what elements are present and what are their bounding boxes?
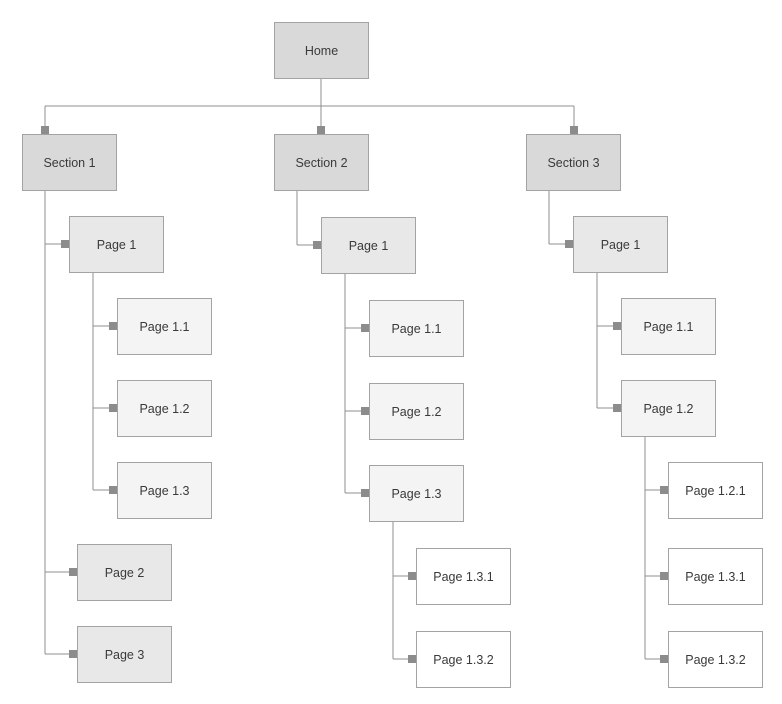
node-s1-page-3[interactable]: Page 3 — [77, 626, 172, 683]
node-s2-page-1-3[interactable]: Page 1.3 — [369, 465, 464, 522]
node-s3-page-1-2[interactable]: Page 1.2 — [621, 380, 716, 437]
connector-handle — [408, 572, 416, 580]
node-s2-page-1[interactable]: Page 1 — [321, 217, 416, 274]
connector-handle — [361, 324, 369, 332]
connector-handle — [361, 489, 369, 497]
connector-handle — [69, 650, 77, 658]
connector-handle — [109, 322, 117, 330]
node-label: Page 1.3.2 — [685, 652, 746, 667]
node-s2-page-1-3-2[interactable]: Page 1.3.2 — [416, 631, 511, 688]
connector-handle — [660, 655, 668, 663]
connector-handle — [361, 407, 369, 415]
node-label: Page 1.2 — [391, 404, 442, 419]
node-label: Page 1.3 — [139, 483, 190, 498]
connector-handle — [408, 655, 416, 663]
node-s2-page-1-1[interactable]: Page 1.1 — [369, 300, 464, 357]
node-label: Page 1.1 — [391, 321, 442, 336]
node-label: Page 1.2.1 — [685, 483, 746, 498]
node-s1-page-1-1[interactable]: Page 1.1 — [117, 298, 212, 355]
connector-handle — [41, 126, 49, 134]
node-s1-page-1[interactable]: Page 1 — [69, 216, 164, 273]
connector-handle — [69, 568, 77, 576]
node-s3-page-1-3-2[interactable]: Page 1.3.2 — [668, 631, 763, 688]
node-label: Page 1.3.2 — [433, 652, 494, 667]
node-label: Section 3 — [547, 155, 600, 170]
node-s2-page-1-3-1[interactable]: Page 1.3.1 — [416, 548, 511, 605]
node-section-3[interactable]: Section 3 — [526, 134, 621, 191]
node-label: Page 1 — [96, 237, 137, 252]
connector-handle — [61, 240, 69, 248]
node-section-1[interactable]: Section 1 — [22, 134, 117, 191]
connector-handle — [313, 241, 321, 249]
connector-handle — [109, 486, 117, 494]
node-section-2[interactable]: Section 2 — [274, 134, 369, 191]
node-s1-page-1-3[interactable]: Page 1.3 — [117, 462, 212, 519]
connector-handle — [613, 404, 621, 412]
node-s3-page-1-3-1[interactable]: Page 1.3.1 — [668, 548, 763, 605]
node-s3-page-1-2-1[interactable]: Page 1.2.1 — [668, 462, 763, 519]
node-label: Page 1.1 — [139, 319, 190, 334]
connector-handle — [565, 240, 573, 248]
node-label: Home — [304, 43, 339, 58]
node-label: Section 2 — [295, 155, 348, 170]
node-label: Page 3 — [104, 647, 145, 662]
node-s1-page-2[interactable]: Page 2 — [77, 544, 172, 601]
node-home[interactable]: Home — [274, 22, 369, 79]
node-s1-page-1-2[interactable]: Page 1.2 — [117, 380, 212, 437]
node-s3-page-1[interactable]: Page 1 — [573, 216, 668, 273]
connector-handle — [660, 572, 668, 580]
connector-handle — [317, 126, 325, 134]
node-label: Page 1.3.1 — [685, 569, 746, 584]
node-label: Page 2 — [104, 565, 145, 580]
node-label: Page 1 — [348, 238, 389, 253]
node-label: Section 1 — [43, 155, 96, 170]
node-label: Page 1.1 — [643, 319, 694, 334]
node-s3-page-1-1[interactable]: Page 1.1 — [621, 298, 716, 355]
node-s2-page-1-2[interactable]: Page 1.2 — [369, 383, 464, 440]
node-label: Page 1.3.1 — [433, 569, 494, 584]
connector-handle — [570, 126, 578, 134]
node-label: Page 1.2 — [643, 401, 694, 416]
node-label: Page 1.3 — [391, 486, 442, 501]
connector-handle — [613, 322, 621, 330]
connector-handle — [660, 486, 668, 494]
node-label: Page 1.2 — [139, 401, 190, 416]
node-label: Page 1 — [600, 237, 641, 252]
connector-handle — [109, 404, 117, 412]
